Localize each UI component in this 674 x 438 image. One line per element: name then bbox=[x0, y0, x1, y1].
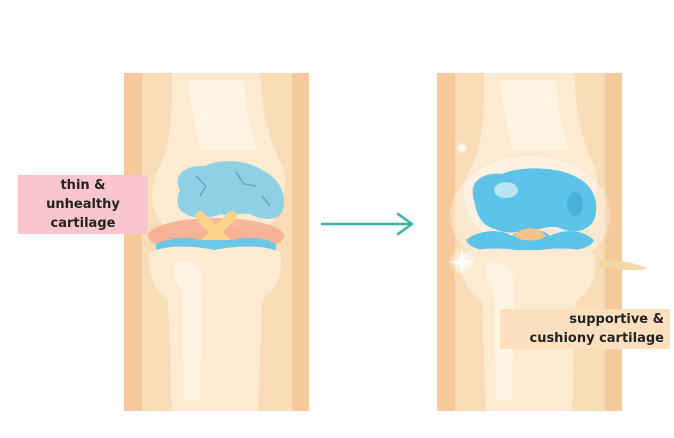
left-damaged-cartilage bbox=[177, 161, 284, 219]
cartilage-shine bbox=[494, 182, 518, 198]
label-unhealthy-line1: thin & unhealthy bbox=[46, 178, 120, 212]
right-joint-fluid bbox=[514, 228, 546, 241]
left-tibia-highlight bbox=[174, 260, 202, 400]
arrow-right-icon bbox=[320, 212, 414, 236]
left-knee bbox=[124, 73, 309, 411]
left-femur-highlight bbox=[188, 80, 258, 150]
label-healthy-line2: cushiony cartilage bbox=[529, 331, 664, 346]
right-motion-wave bbox=[598, 260, 648, 271]
sparkle-icon bbox=[448, 248, 476, 276]
left-cartilage-crack bbox=[195, 171, 271, 207]
right-femur-highlight bbox=[500, 80, 570, 150]
label-healthy-cartilage: supportive & cushiony cartilage bbox=[500, 309, 670, 349]
label-unhealthy-cartilage: thin & unhealthy cartilage bbox=[18, 175, 148, 234]
sparkle-icon-small bbox=[456, 142, 468, 154]
label-healthy-line1: supportive & bbox=[569, 312, 664, 327]
right-knee bbox=[437, 73, 648, 411]
label-unhealthy-line2: cartilage bbox=[50, 216, 116, 231]
cartilage-shine-2 bbox=[567, 192, 583, 216]
transition-arrow bbox=[320, 212, 414, 236]
